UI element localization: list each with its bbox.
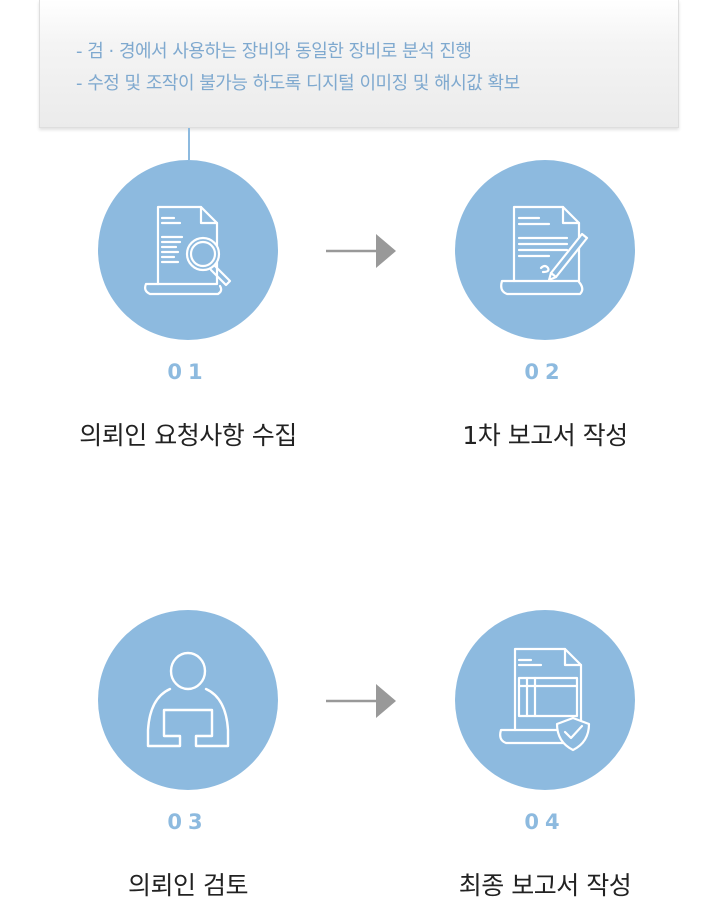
step-3-circle [98,610,278,790]
note-line-2: - 수정 및 조작이 불가능 하도록 디지털 이미징 및 해시값 확보 [76,73,520,94]
step-4-circle [455,610,635,790]
document-pen-icon [500,205,589,296]
arrow-right-icon [326,684,396,718]
document-shield-icon [499,647,591,752]
step-1-number: 01 [167,360,209,384]
arrow-right-icon [326,234,396,268]
step-2-number: 02 [524,360,566,384]
person-laptop-icon [146,651,230,748]
document-search-icon [144,205,232,296]
step-4-label: 최종 보고서 작성 [458,871,632,900]
step-2-label: 1차 보고서 작성 [462,421,628,450]
note-box: - 검 · 경에서 사용하는 장비와 동일한 장비로 분석 진행 - 수정 및 … [39,0,679,128]
note-connector [188,128,190,160]
step-4-number: 04 [524,810,566,834]
note-line-1: - 검 · 경에서 사용하는 장비와 동일한 장비로 분석 진행 [76,41,472,62]
step-3-label: 의뢰인 검토 [128,871,248,900]
step-1-circle [98,160,278,340]
step-2-circle [455,160,635,340]
step-3-number: 03 [167,810,209,834]
step-1-label: 의뢰인 요청사항 수집 [79,421,297,450]
